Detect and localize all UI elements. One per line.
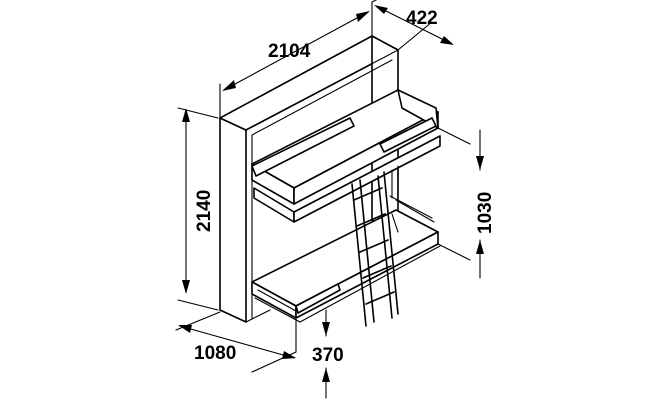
dimension-height-upper-bed	[437, 127, 484, 279]
upper-bed	[251, 89, 441, 223]
dimension-depth-cabinet-label: 422	[406, 8, 438, 29]
dimension-height-lower-bed	[295, 309, 330, 399]
dimension-height-total-label: 2140	[194, 190, 215, 232]
dimension-width-total	[219, 1, 373, 119]
ladder	[351, 171, 399, 327]
dimension-width-total-label: 2104	[268, 41, 311, 62]
dimension-height-lower-bed-label: 370	[312, 345, 344, 366]
dimension-depth-bed-label: 1080	[194, 343, 236, 364]
dimension-height-total	[177, 107, 219, 311]
lower-bed	[251, 209, 441, 323]
dimension-depth-cabinet	[371, 0, 454, 51]
dimension-depth-bed	[175, 311, 297, 373]
dimension-height-upper-bed-label: 1030	[475, 192, 496, 234]
